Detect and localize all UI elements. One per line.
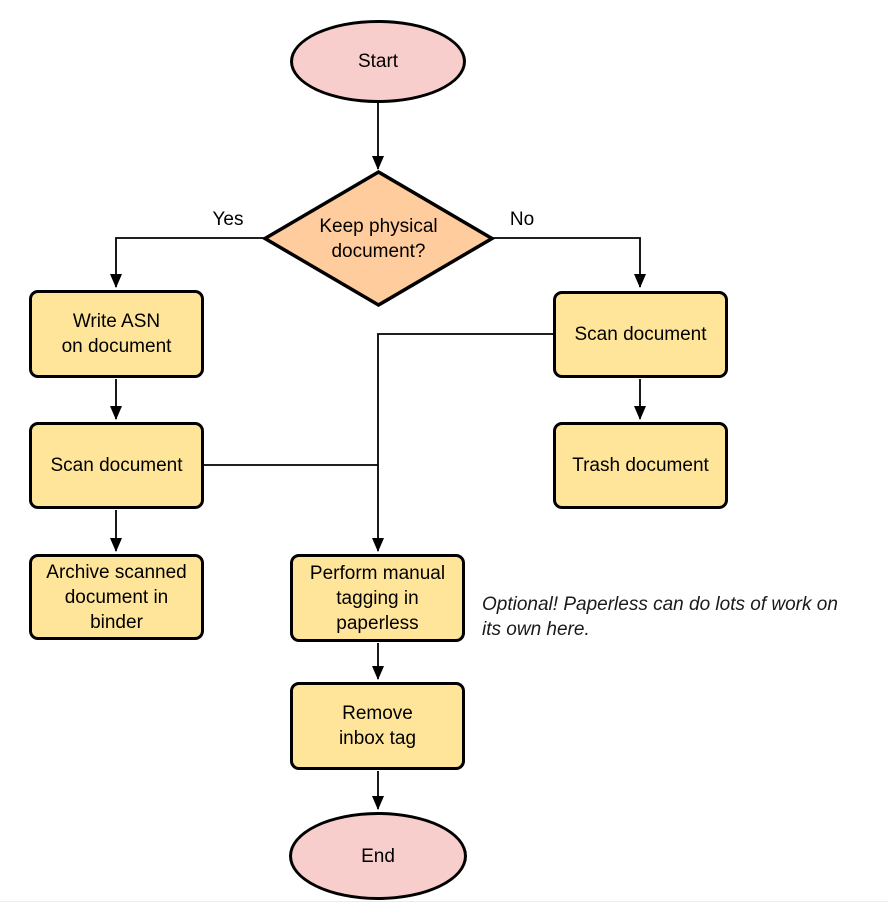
node-end-label: End <box>361 845 395 867</box>
bottom-divider <box>0 901 888 902</box>
node-write-asn: Write ASN on document <box>29 290 204 378</box>
node-trash-document: Trash document <box>553 422 728 509</box>
node-archive-binder-label: Archive scanned document in binder <box>46 561 187 633</box>
decision-diamond-shape <box>261 169 496 308</box>
node-scan-document-right-label: Scan document <box>574 324 707 345</box>
node-scan-document-right: Scan document <box>553 291 728 378</box>
node-write-asn-label: Write ASN on document <box>61 311 172 357</box>
node-end: End <box>289 812 467 900</box>
node-scan-document-left-label: Scan document <box>50 455 183 476</box>
edge-decision-yes-to-write-asn <box>110 237 265 288</box>
edge-scan-right-to-tagging <box>372 333 553 552</box>
optional-note: Optional! Paperless can do lots of work … <box>482 594 838 640</box>
node-remove-inbox-tag-label: Remove inbox tag <box>338 703 417 749</box>
node-manual-tagging: Perform manual tagging in paperless <box>290 554 465 642</box>
node-scan-document-left: Scan document <box>29 422 204 509</box>
node-start: Start <box>290 20 466 103</box>
edge-label-yes: Yes <box>212 209 244 230</box>
node-decision: Keep physical document? <box>275 180 482 297</box>
node-trash-document-label: Trash document <box>572 455 709 476</box>
edge-decision-no-to-scan-right <box>492 237 646 288</box>
edge-label-no: No <box>509 209 535 230</box>
node-decision-label: Keep physical document? <box>319 215 438 262</box>
node-start-label: Start <box>357 51 399 72</box>
node-archive-binder: Archive scanned document in binder <box>29 554 204 640</box>
node-remove-inbox-tag: Remove inbox tag <box>290 682 465 770</box>
node-manual-tagging-label: Perform manual tagging in paperless <box>309 562 446 634</box>
